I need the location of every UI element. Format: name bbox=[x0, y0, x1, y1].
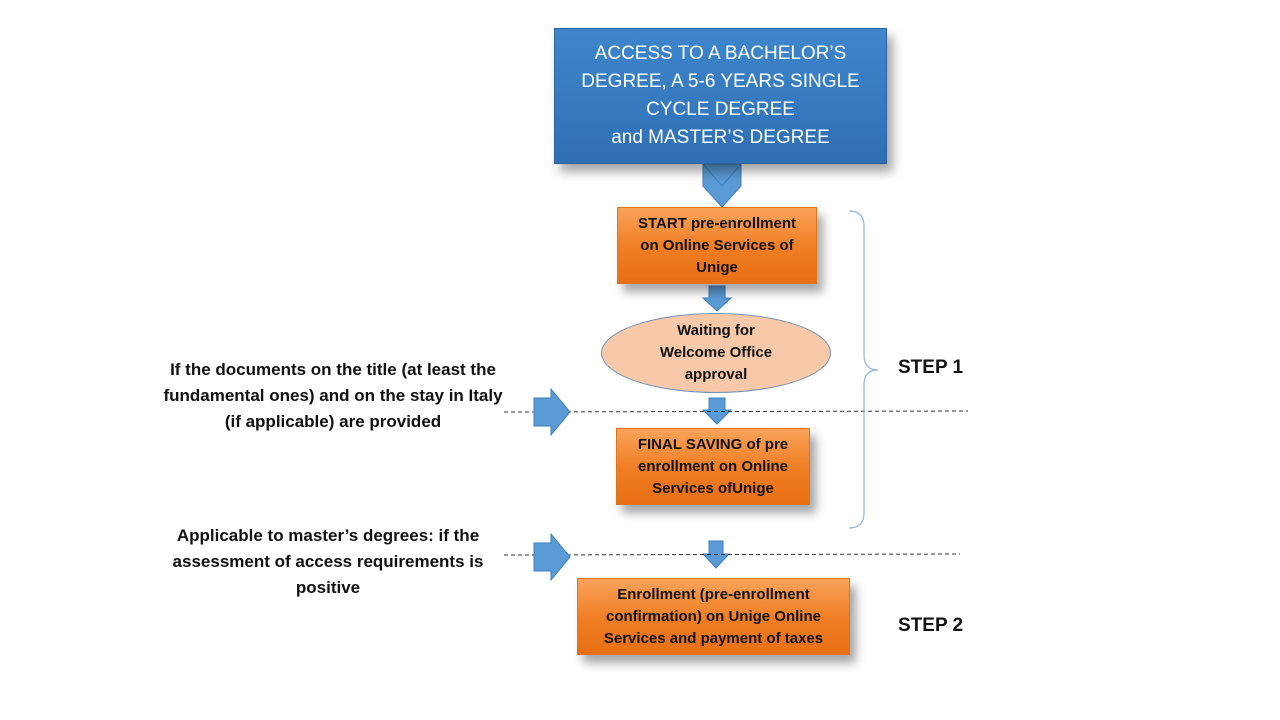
waiting-line: Welcome Office bbox=[659, 344, 773, 361]
enrollment-line: confirmation) on Unige Online bbox=[605, 607, 821, 625]
masters-condition: Applicable to master’s degrees: if the a… bbox=[148, 523, 508, 601]
down-arrow-2 bbox=[701, 397, 733, 425]
condition-line: fundamental ones) and on the stay in Ita… bbox=[163, 386, 503, 405]
dashed-line-2 bbox=[503, 553, 961, 556]
title-line: DEGREE, A 5-6 YEARS SINGLE bbox=[581, 71, 860, 92]
right-arrow-1 bbox=[533, 387, 571, 437]
dashed-line-1 bbox=[503, 410, 969, 413]
condition-line: assessment of access requirements is bbox=[172, 552, 484, 571]
start-box: START pre-enrollment on Online Services … bbox=[617, 207, 817, 284]
condition-line: (if applicable) are provided bbox=[224, 412, 442, 431]
start-line: START pre-enrollment bbox=[637, 214, 797, 232]
final-saving-line: FINAL SAVING of pre bbox=[637, 435, 789, 453]
documents-condition: If the documents on the title (at least … bbox=[138, 357, 528, 435]
condition-line: positive bbox=[295, 578, 361, 597]
start-line: on Online Services of bbox=[640, 236, 794, 254]
right-arrow-2 bbox=[533, 532, 571, 582]
enrollment-line: Services and payment of taxes bbox=[603, 629, 824, 647]
condition-line: Applicable to master’s degrees: if the bbox=[176, 526, 480, 545]
final-saving-box: FINAL SAVING of pre enrollment on Online… bbox=[616, 428, 810, 505]
waiting-ellipse: Waiting for Welcome Office approval bbox=[601, 313, 831, 393]
title-box: ACCESS TO A BACHELOR’S DEGREE, A 5-6 YEA… bbox=[554, 28, 887, 164]
start-line: Unige bbox=[696, 258, 738, 276]
enrollment-box: Enrollment (pre-enrollment confirmation)… bbox=[577, 578, 850, 655]
step1-brace bbox=[848, 210, 879, 529]
final-saving-line: Services ofUnige bbox=[652, 479, 774, 497]
waiting-line: Waiting for bbox=[677, 322, 755, 339]
down-arrow-1 bbox=[701, 285, 733, 312]
condition-line: If the documents on the title (at least … bbox=[170, 360, 496, 379]
title-line: and MASTER’S DEGREE bbox=[611, 127, 830, 148]
waiting-line: approval bbox=[684, 366, 748, 383]
step-2-label: STEP 2 bbox=[898, 615, 964, 636]
step-1-label: STEP 1 bbox=[898, 357, 964, 378]
title-line: CYCLE DEGREE bbox=[646, 99, 795, 120]
title-line: ACCESS TO A BACHELOR’S bbox=[594, 43, 847, 64]
final-saving-line: enrollment on Online bbox=[637, 457, 788, 475]
enrollment-line: Enrollment (pre-enrollment bbox=[617, 585, 810, 603]
